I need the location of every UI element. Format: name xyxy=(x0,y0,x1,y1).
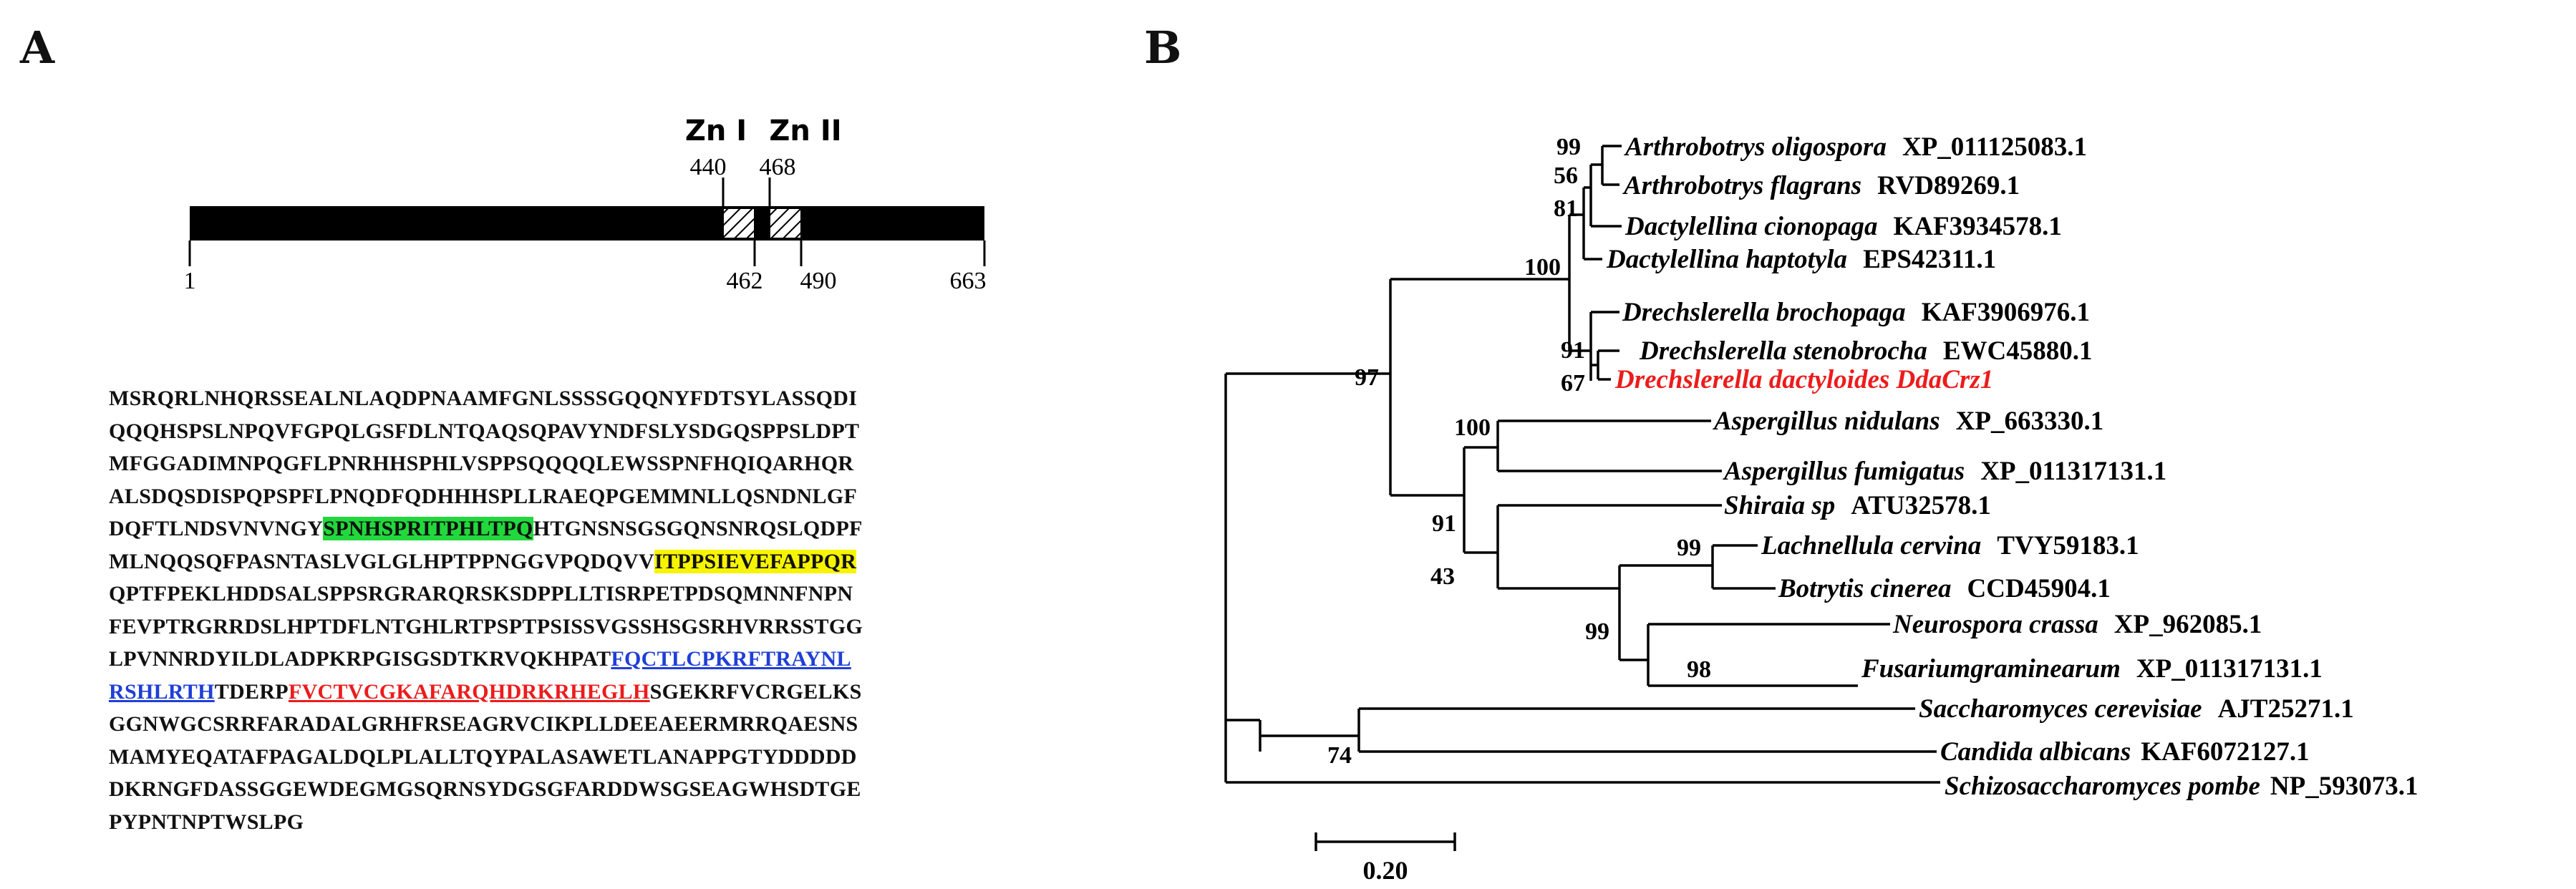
zinc-finger-1-motif: FQCTLCPKRFTRAYNL xyxy=(611,647,851,671)
scale-bar-label: 0.20 xyxy=(1363,856,1408,885)
taxon-label-highlighted: Drechslerella dactyloides DdaCrz1 xyxy=(1614,365,1993,394)
bootstrap-value: 56 xyxy=(1554,162,1578,189)
sequence-segment: QPTFPEKLHDDSALSPPSRGRARQRSKSDPPLLTISRPET… xyxy=(109,582,853,606)
sequence-segment: MAMYEQATAFPAGALDQLPLALLTQYPALASAWETLANAP… xyxy=(109,744,857,769)
sequence-segment: FEVPTRGRRDSLHPTDFLNTGHLRTPSPTPSISSVGSSHS… xyxy=(109,614,863,638)
panel-label-a: A xyxy=(20,21,55,74)
tick-label-1: 1 xyxy=(184,268,196,294)
sequence-line: PYPNTNPTWSLPG xyxy=(109,806,863,839)
sequence-segment: GGNWGCSRRFARADALGRHFRSEAGRVCIKPLLDEEAEER… xyxy=(109,712,858,736)
zinc-finger-2-motif: FVCTVCGKAFARQHDRKRHEGLH xyxy=(288,679,650,704)
zinc-finger-1-box xyxy=(722,208,755,239)
bootstrap-value: 67 xyxy=(1561,370,1585,397)
protein-bar xyxy=(190,206,984,241)
tick-label-468: 468 xyxy=(760,154,796,180)
sequence-line: FEVPTRGRRDSLHPTDFLNTGHLRTPSPTPSISSVGSSHS… xyxy=(109,611,863,643)
protein-sequence: MSRQRLNHQRSSEALNLAQDPNAAMFGNLSSSSGQQNYFD… xyxy=(109,382,863,838)
sequence-segment: MFGGADIMNPQGFLPNRHHSPHLVSPPSQQQQLEWSSPNF… xyxy=(109,452,854,475)
sequence-line: GGNWGCSRRFARADALGRHFRSEAGRVCIKPLLDEEAEER… xyxy=(109,708,863,741)
tick-label-490: 490 xyxy=(800,268,837,294)
bootstrap-value: 81 xyxy=(1554,195,1578,222)
tick-label-663: 663 xyxy=(950,268,987,294)
bootstrap-labels: 99 56 81 100 91 67 97 100 91 43 99 99 98… xyxy=(1327,134,1711,885)
bootstrap-value: 43 xyxy=(1430,563,1455,590)
bootstrap-value: 99 xyxy=(1556,134,1581,160)
tick-label-462: 462 xyxy=(727,268,763,294)
bootstrap-value: 100 xyxy=(1454,414,1491,441)
bootstrap-value: 74 xyxy=(1327,742,1352,769)
motif-green-highlight: SPNHSPRITPHLTPQ xyxy=(323,517,533,540)
scale-bar xyxy=(1314,832,1456,851)
bootstrap-value: 97 xyxy=(1355,364,1379,391)
sequence-line: QPTFPEKLHDDSALSPPSRGRARQRSKSDPPLLTISRPET… xyxy=(109,578,863,611)
sequence-line: LPVNNRDYILDLADPKRPGISGSDTKRVQKHPATFQCTLC… xyxy=(109,643,863,676)
zinc-finger-2-box xyxy=(769,208,802,239)
tick-label-440: 440 xyxy=(690,154,727,180)
domain-map-overlay: Zn I Zn II 440 468 1 462 490 663 xyxy=(184,115,987,294)
sequence-segment: MSRQRLNHQRSSEALNLAQDPNAAMFGNLSSSSGQQNYFD… xyxy=(109,387,858,410)
panel-label-b: B xyxy=(1144,21,1182,74)
sequence-segment: DQFTLNDSVNVNGY xyxy=(109,517,324,540)
sequence-line: MAMYEQATAFPAGALDQLPLALLTQYPALASAWETLANAP… xyxy=(109,741,863,774)
bootstrap-value: 100 xyxy=(1524,254,1561,281)
sequence-line: DKRNGFDASSGGEWDEGMGSQRNSYDGSGFARDDWSGSEA… xyxy=(109,773,863,806)
sequence-segment: ALSDQSDISPQPSPFLPNQDFQDHHHSPLLRAEQPGEMMN… xyxy=(109,484,858,508)
tree-lines xyxy=(1224,145,1940,851)
sequence-segment: PYPNTNPTWSLPG xyxy=(109,810,304,834)
sequence-segment: MLNQQSQFPASNTASLVGLGLHPTPPNGGVPQDQVV xyxy=(109,549,654,573)
motif-yellow-highlight: ITPPSIEVEFAPPQR xyxy=(654,549,857,573)
bootstrap-value: 91 xyxy=(1561,337,1585,364)
zinc-finger-2-label: Zn II xyxy=(769,115,841,147)
sequence-segment: QQQHSPSLNPQVFGPQLGSFDLNTQAQSQPAVYNDFSLYS… xyxy=(109,419,860,443)
zinc-finger-1-label: Zn I xyxy=(685,115,747,147)
sequence-segment: HTGNSNSGSGQNSNRQSLQDPF xyxy=(533,517,863,540)
sequence-line: MSRQRLNHQRSSEALNLAQDPNAAMFGNLSSSSGQQNYFD… xyxy=(109,382,863,415)
sequence-segment: TDERP xyxy=(214,679,289,704)
sequence-line: ALSDQSDISPQPSPFLPNQDFQDHHHSPLLRAEQPGEMMN… xyxy=(109,480,863,513)
sequence-line: DQFTLNDSVNVNGYSPNHSPRITPHLTPQHTGNSNSGSGQ… xyxy=(109,512,863,545)
bootstrap-value: 91 xyxy=(1432,510,1456,537)
sequence-segment: SGEKRFVCRGELKS xyxy=(649,679,862,704)
sequence-segment: LPVNNRDYILDLADPKRPGISGSDTKRVQKHPAT xyxy=(109,647,611,671)
bootstrap-value: 99 xyxy=(1677,535,1701,561)
sequence-line: QQQHSPSLNPQVFGPQLGSFDLNTQAQSQPAVYNDFSLYS… xyxy=(109,415,863,448)
sequence-line: MLNQQSQFPASNTASLVGLGLHPTPPNGGVPQDQVVITPP… xyxy=(109,545,863,578)
bootstrap-value: 98 xyxy=(1687,656,1711,683)
zinc-finger-1-motif: RSHLRTH xyxy=(109,679,215,704)
bootstrap-value: 99 xyxy=(1585,618,1609,645)
sequence-segment: DKRNGFDASSGGEWDEGMGSQRNSYDGSGFARDDWSGSEA… xyxy=(109,777,861,801)
sequence-line: RSHLRTHTDERPFVCTVCGKAFARQHDRKRHEGLHSGEKR… xyxy=(109,676,863,709)
sequence-line: MFGGADIMNPQGFLPNRHHSPHLVSPPSQQQQLEWSSPNF… xyxy=(109,447,863,480)
